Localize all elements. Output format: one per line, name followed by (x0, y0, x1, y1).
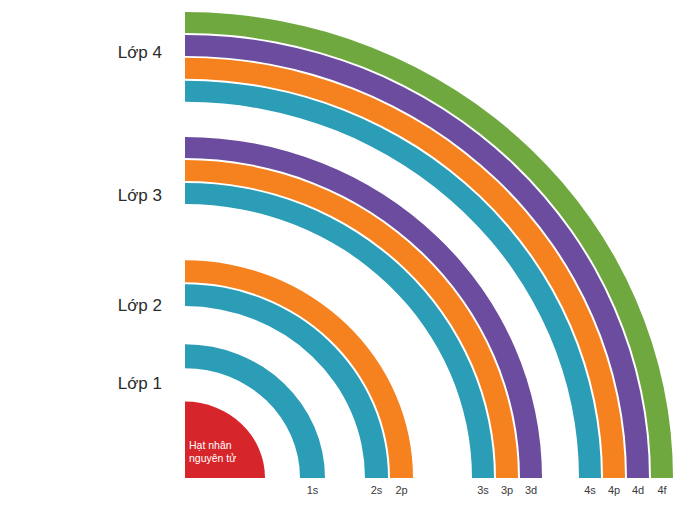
subshell-label: 2s (371, 485, 383, 496)
subshell-label: 3s (477, 485, 489, 496)
subshell-band (185, 183, 494, 478)
subshell-band (185, 58, 625, 478)
nucleus-quadrant: Hạt nhân nguyên tử (185, 401, 265, 478)
subshell-band (185, 260, 413, 478)
subshell-band (185, 35, 649, 478)
subshell-label: 1s (307, 485, 319, 496)
band-group (185, 12, 673, 478)
shell-label: Lớp 3 (118, 187, 162, 204)
shell-label: Lớp 1 (118, 375, 162, 392)
subshell-band (185, 344, 325, 478)
subshell-label: 4s (584, 485, 596, 496)
shell-label: Lớp 4 (118, 44, 162, 61)
subshell-label: 3d (525, 485, 537, 496)
subshell-band (185, 12, 673, 478)
nucleus-label: Hạt nhân nguyên tử (189, 439, 249, 466)
subshell-band (185, 81, 601, 478)
subshell-label: 4p (608, 485, 620, 496)
nucleus-fill (185, 402, 265, 478)
shell-label: Lớp 2 (118, 297, 162, 314)
subshell-label: 2p (395, 485, 407, 496)
subshell-label: 3p (501, 485, 513, 496)
subshell-label: 4f (657, 485, 666, 496)
subshell-band (185, 284, 388, 478)
subshell-label: 4d (632, 485, 644, 496)
